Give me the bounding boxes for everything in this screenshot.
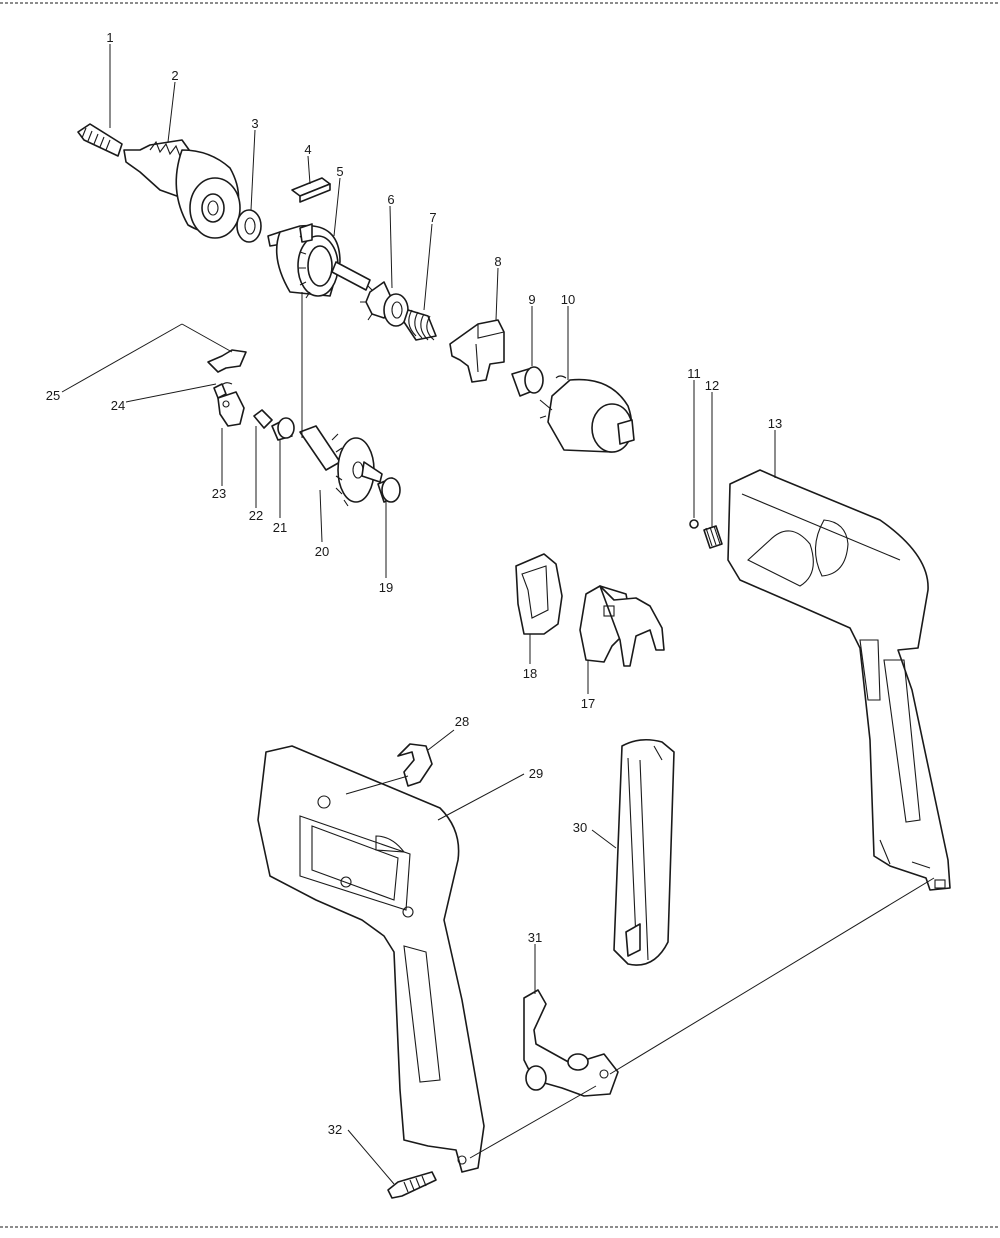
label-part-10: 10	[561, 292, 575, 307]
label-part-20: 20	[315, 544, 329, 559]
label-part-3: 3	[251, 116, 258, 131]
part-10-motor[interactable]	[539, 375, 635, 453]
part-21-bushing[interactable]	[271, 417, 295, 441]
part-32-screw[interactable]	[387, 1171, 437, 1199]
part-5-spindle[interactable]	[267, 223, 371, 299]
part-7-spring[interactable]	[403, 309, 437, 341]
label-part-19: 19	[379, 580, 393, 595]
part-19-bushing[interactable]	[377, 477, 401, 503]
label-part-28: 28	[455, 714, 469, 729]
part-20-gear-shaft[interactable]	[299, 425, 383, 507]
part-13-housing-right[interactable]	[727, 469, 951, 891]
part-31-cam[interactable]	[523, 989, 619, 1097]
part-25-block[interactable]	[207, 349, 247, 373]
part-23-bracket[interactable]	[217, 382, 245, 427]
part-1-screw[interactable]	[77, 123, 123, 157]
part-6-gear[interactable]	[360, 281, 409, 327]
label-part-31: 31	[528, 930, 542, 945]
leader-lines	[61, 44, 935, 1185]
label-part-23: 23	[212, 486, 226, 501]
part-30-battery[interactable]	[613, 738, 675, 966]
part-11-ball[interactable]	[689, 519, 699, 529]
label-part-8: 8	[494, 254, 501, 269]
label-part-29: 29	[529, 766, 543, 781]
part-28-clip[interactable]	[397, 743, 433, 787]
part-29-housing-left[interactable]	[257, 745, 485, 1173]
label-part-18: 18	[523, 666, 537, 681]
label-part-2: 2	[171, 68, 178, 83]
label-part-7: 7	[429, 210, 436, 225]
label-part-13: 13	[768, 416, 782, 431]
label-part-4: 4	[304, 142, 311, 157]
label-part-9: 9	[528, 292, 535, 307]
part-12-spring[interactable]	[703, 525, 723, 549]
part-18-trigger-cover[interactable]	[515, 553, 563, 635]
part-17-switch[interactable]	[579, 585, 665, 667]
label-part-5: 5	[336, 164, 343, 179]
label-part-6: 6	[387, 192, 394, 207]
label-part-22: 22	[249, 508, 263, 523]
part-3-washer[interactable]	[236, 209, 262, 243]
part-22-pin[interactable]	[253, 409, 273, 429]
part-2-drill-chuck[interactable]	[123, 139, 241, 239]
label-part-11: 11	[687, 366, 701, 381]
label-part-25: 25	[46, 388, 60, 403]
label-part-17: 17	[581, 696, 595, 711]
label-part-21: 21	[273, 520, 287, 535]
label-part-1: 1	[106, 30, 113, 45]
part-24-clip[interactable]	[213, 383, 227, 399]
part-labels: 1 2 3 4 5 6 7 8 9 10 11 12 13 17 18 19 2…	[46, 30, 782, 1137]
label-part-32: 32	[328, 1122, 342, 1137]
part-8-bracket-plate[interactable]	[449, 319, 505, 383]
label-part-30: 30	[573, 820, 587, 835]
part-4-key[interactable]	[291, 177, 331, 203]
part-9-bushing[interactable]	[511, 366, 544, 397]
label-part-24: 24	[111, 398, 125, 413]
label-part-12: 12	[705, 378, 719, 393]
